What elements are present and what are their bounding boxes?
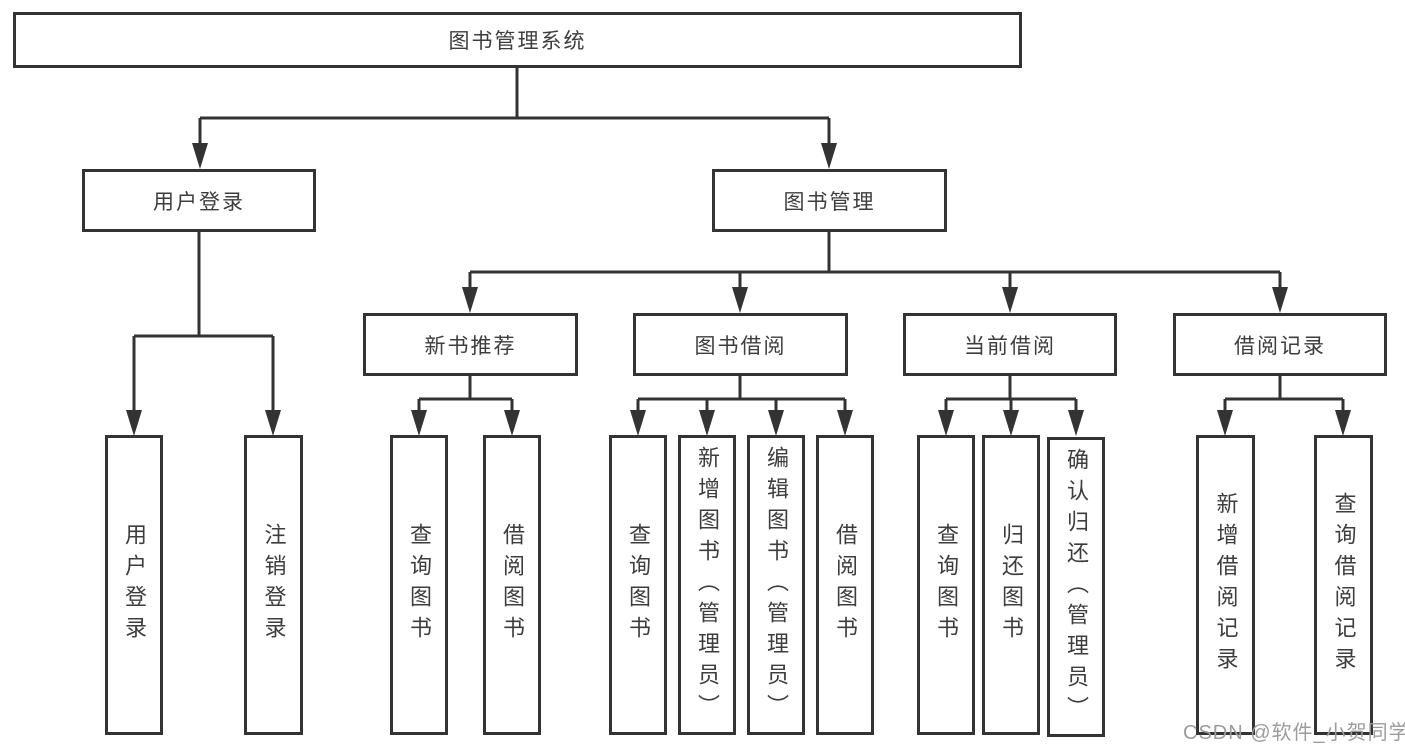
node-root-library-system: 图书管理系统 <box>13 12 1022 68</box>
leaf-borrow-books-recommend: 借阅图书 <box>483 435 541 735</box>
leaf-query-books-borrow: 查询图书 <box>609 435 667 735</box>
tree-edges <box>132 68 1345 416</box>
leaf-add-borrow-record: 新增借阅记录 <box>1196 435 1255 735</box>
leaf-user-login: 用户登录 <box>105 435 163 735</box>
csdn-watermark: CSDN @软件_小贺同学 <box>1183 722 1405 744</box>
node-user-login: 用户登录 <box>82 169 316 232</box>
node-book-borrow: 图书借阅 <box>633 313 848 376</box>
leaf-edit-books-admin: 编辑图书（管理员） <box>747 435 805 735</box>
node-current-borrow: 当前借阅 <box>903 313 1117 376</box>
leaf-add-books-admin: 新增图书（管理员） <box>678 435 736 735</box>
node-new-book-recommend: 新书推荐 <box>363 313 578 376</box>
leaf-query-books-current: 查询图书 <box>917 435 975 735</box>
leaf-query-books-recommend: 查询图书 <box>390 435 448 735</box>
leaf-query-borrow-record: 查询借阅记录 <box>1314 435 1373 735</box>
leaf-borrow-books: 借阅图书 <box>816 435 874 735</box>
leaf-confirm-return-admin: 确认归还（管理员） <box>1047 437 1105 737</box>
arrowhead-icons <box>126 143 1351 436</box>
leaf-logout: 注销登录 <box>244 435 303 735</box>
node-borrow-records: 借阅记录 <box>1173 313 1387 376</box>
leaf-return-books: 归还图书 <box>982 435 1040 735</box>
node-book-management: 图书管理 <box>712 169 947 232</box>
